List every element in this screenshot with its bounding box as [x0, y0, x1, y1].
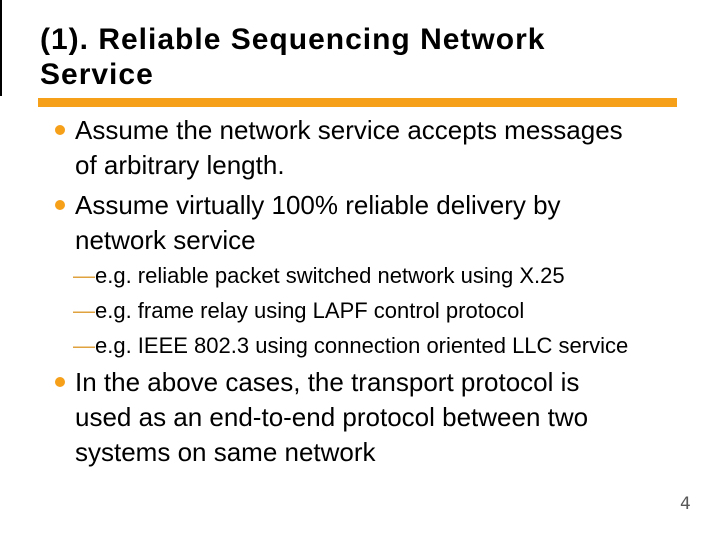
sub-bullet-item: — e.g. frame relay using LAPF control pr…: [73, 293, 715, 328]
sub-bullet-dash-icon: —: [73, 298, 95, 323]
bullet-text: Assume virtually 100% reliable delivery …: [75, 190, 561, 255]
bullet-item: Assume the network service accepts messa…: [55, 113, 715, 183]
sub-bullet-dash-icon: —: [73, 333, 95, 358]
title-underline-rule: [38, 98, 677, 107]
sub-bullet-text: e.g. IEEE 802.3 using connection oriente…: [95, 333, 629, 358]
slide-title: (1). Reliable Sequencing Network Service: [40, 23, 546, 91]
sub-bullet-text: e.g. frame relay using LAPF control prot…: [95, 298, 525, 323]
bullet-dot-icon: [55, 125, 65, 135]
bullet-text: In the above cases, the transport protoc…: [75, 367, 589, 467]
sub-bullet-dash-icon: —: [73, 263, 95, 288]
sub-bullet-item: — e.g. IEEE 802.3 using connection orien…: [73, 328, 715, 363]
bullet-item: Assume virtually 100% reliable delivery …: [55, 188, 715, 258]
sub-bullet-text: e.g. reliable packet switched network us…: [95, 263, 565, 288]
left-edge-artifact: [0, 0, 2, 96]
sub-bullet-list: — e.g. reliable packet switched network …: [73, 258, 715, 363]
sub-bullet-item: — e.g. reliable packet switched network …: [73, 258, 715, 293]
bullet-item: In the above cases, the transport protoc…: [55, 365, 715, 470]
page-number: 4: [680, 494, 691, 514]
bullet-dot-icon: [55, 377, 65, 387]
bullet-dot-icon: [55, 200, 65, 210]
slide-body: Assume the network service accepts messa…: [55, 113, 715, 470]
bullet-text: Assume the network service accepts messa…: [75, 115, 623, 180]
